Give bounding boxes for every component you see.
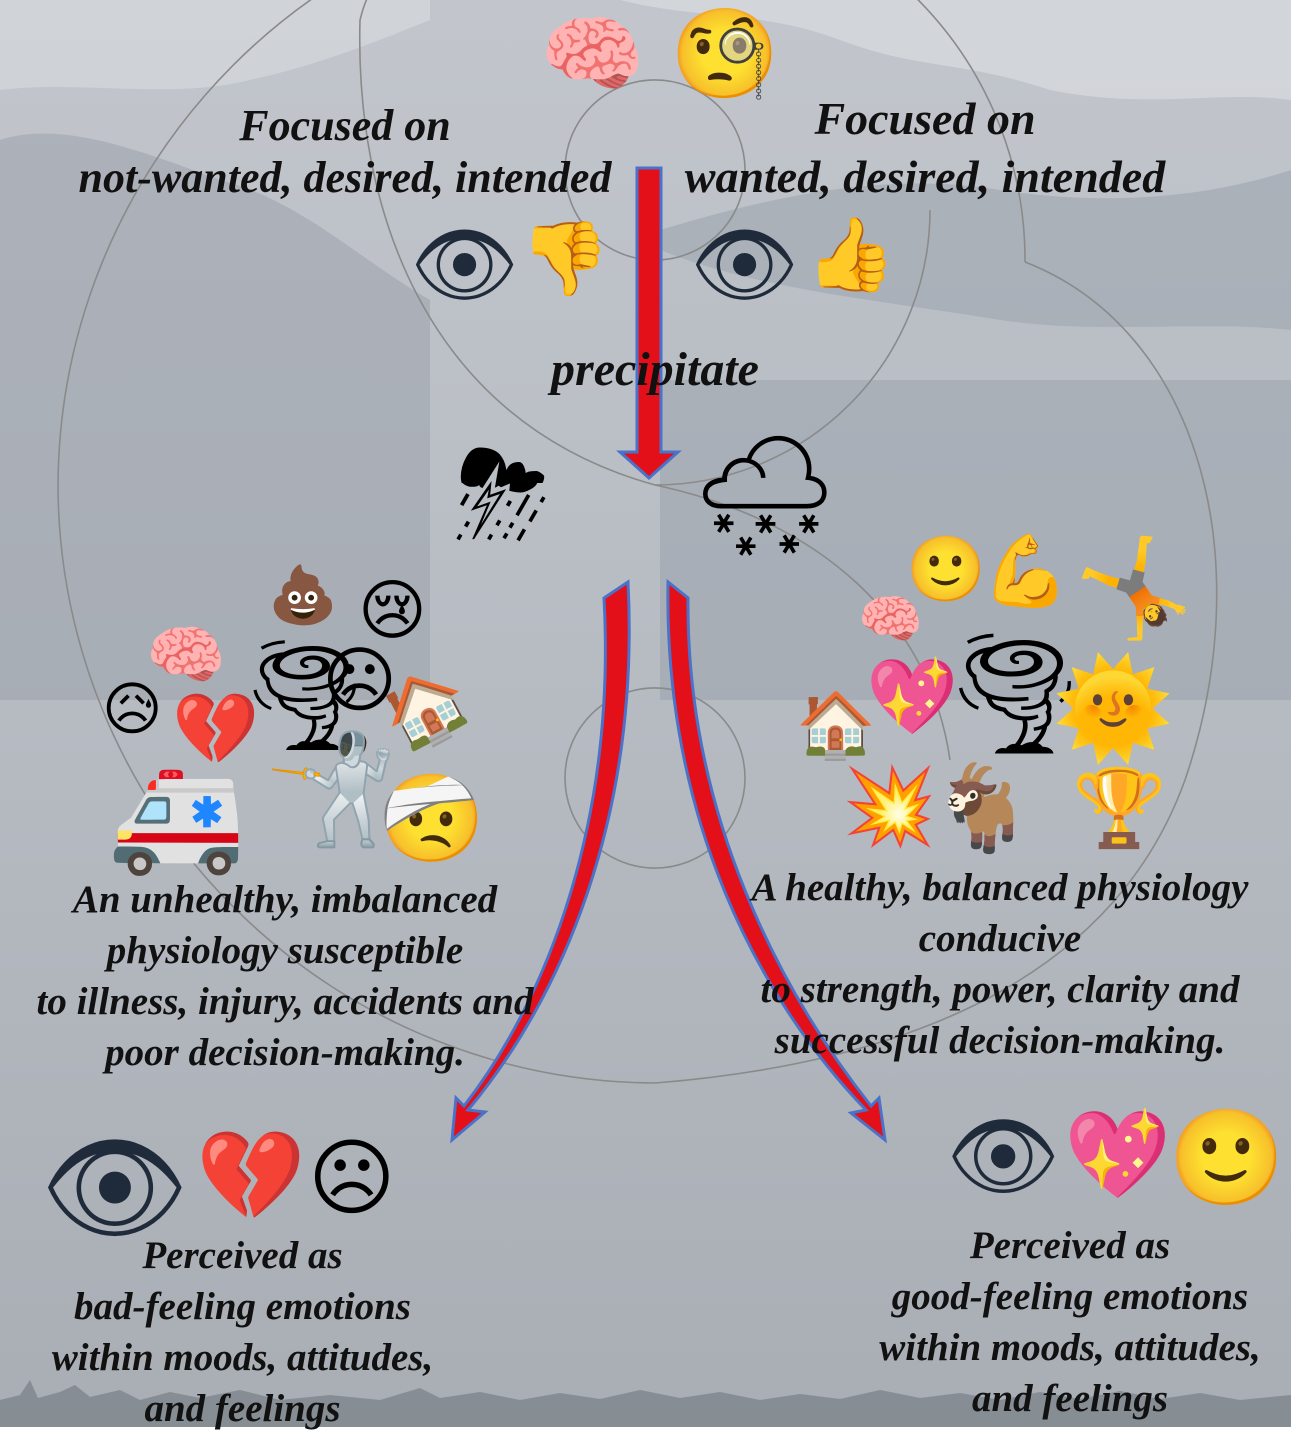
precipitate-label: precipitate	[551, 343, 759, 396]
crying-face-icon: 😢	[358, 572, 427, 649]
cloud-bank-mid	[660, 250, 1291, 380]
goat-icon: 🐐	[930, 759, 1035, 857]
pile-of-poo-icon: 💩	[268, 563, 338, 628]
focus-right-line1: Focused on	[814, 93, 1036, 144]
collision-icon: 💥	[842, 761, 937, 850]
tornado-icon: 🌪	[236, 633, 374, 758]
physiology-right-text: A healthy, balanced physiology conducive…	[715, 862, 1285, 1066]
cloud-bank-top	[620, 0, 1291, 100]
house-icon: 🏠	[796, 689, 876, 763]
arrow-to-bad-emotions	[450, 579, 631, 1144]
thumbs-up-icon: 👍	[806, 212, 896, 296]
perceived-right-line3: within moods, attitudes,	[879, 1326, 1261, 1369]
eye-icon: 👁	[946, 1104, 1061, 1209]
flexed-biceps-icon: 💪	[982, 530, 1070, 612]
broken-heart-icon: 💔	[172, 688, 260, 770]
perceived-left-text: Perceived as bad-feeling emotions within…	[20, 1230, 465, 1434]
frowning-face-icon: ☹	[322, 638, 398, 722]
eye-icon: 👁	[410, 215, 520, 315]
frowning-face-icon: ☹	[308, 1129, 396, 1227]
physiology-left-line1: An unhealthy, imbalanced	[72, 878, 498, 921]
thumbs-down-icon: 👎	[520, 216, 610, 300]
perceived-left-line4: and feelings	[144, 1387, 341, 1430]
precipitate-arrow	[616, 166, 682, 481]
eye-icon: 👁	[690, 215, 800, 315]
cartwheel-icon: 🤸	[1074, 532, 1194, 644]
perceived-right-line1: Perceived as	[969, 1224, 1171, 1267]
brain-icon: 🧠	[858, 590, 923, 650]
sun-with-face-icon: 🌞	[1052, 652, 1175, 766]
fencer-icon: 🤺	[264, 727, 399, 852]
snow-cloud-icon: 🌨	[690, 426, 840, 564]
perceived-left-line2: bad-feeling emotions	[74, 1285, 411, 1328]
perceived-right-line2: good-feeling emotions	[891, 1275, 1249, 1318]
storm-cloud-icon: ⛈	[455, 426, 550, 564]
physiology-right-line4: successful decision-making.	[774, 1019, 1226, 1062]
brain-icon: 🧠	[540, 5, 645, 103]
focus-left-label: Focused on not-wanted, desired, intended	[50, 100, 640, 204]
smiling-face-icon: 🙂	[906, 533, 986, 607]
brain-icon: 🧠	[146, 619, 226, 693]
physiology-right-line1: A healthy, balanced physiology	[751, 866, 1249, 909]
trophy-icon: 🏆	[1072, 763, 1167, 852]
ambulance-icon: 🚑	[108, 751, 245, 879]
sparkling-heart-icon: 💖	[866, 654, 959, 740]
eye-icon: 👁	[40, 1118, 190, 1256]
mountain-left	[0, 133, 430, 701]
physiology-left-text: An unhealthy, imbalanced physiology susc…	[5, 874, 565, 1078]
arrow-to-good-emotions	[666, 578, 888, 1144]
spiral	[57, 0, 1218, 1084]
sparkling-heart-icon: 💖	[1064, 1105, 1172, 1205]
focus-right-line2: wanted, desired, intended	[684, 151, 1166, 202]
mountain-right	[660, 170, 1291, 700]
tree-line	[0, 1380, 1291, 1427]
bandaged-face-icon: 🤕	[378, 769, 486, 869]
perceived-right-text: Perceived as good-feeling emotions withi…	[855, 1220, 1285, 1424]
perceived-left-line3: within moods, attitudes,	[51, 1336, 434, 1379]
tornado-icon: 🌪	[940, 624, 1090, 762]
physiology-right-line3: to strength, power, clarity and	[760, 968, 1240, 1011]
cloud-bank-left	[0, 0, 430, 90]
sad-tear-face-icon: 😥	[102, 675, 163, 743]
physiology-right-line2: conducive	[918, 917, 1082, 960]
focus-left-line1: Focused on	[239, 101, 451, 150]
smiling-face-icon: 🙂	[1168, 1104, 1286, 1213]
physiology-left-line2: physiology susceptible	[106, 929, 464, 972]
perceived-left-line1: Perceived as	[142, 1234, 343, 1277]
perceived-right-line4: and feelings	[971, 1377, 1169, 1420]
physiology-left-line4: poor decision-making.	[105, 1031, 465, 1074]
broken-heart-icon: 💔	[196, 1124, 306, 1227]
face-with-monocle-icon: 🧐	[670, 2, 780, 105]
physiology-left-line3: to illness, injury, accidents and	[36, 980, 534, 1023]
focus-left-line2: not-wanted, desired, intended	[78, 153, 612, 202]
focus-right-label: Focused on wanted, desired, intended	[660, 90, 1190, 206]
